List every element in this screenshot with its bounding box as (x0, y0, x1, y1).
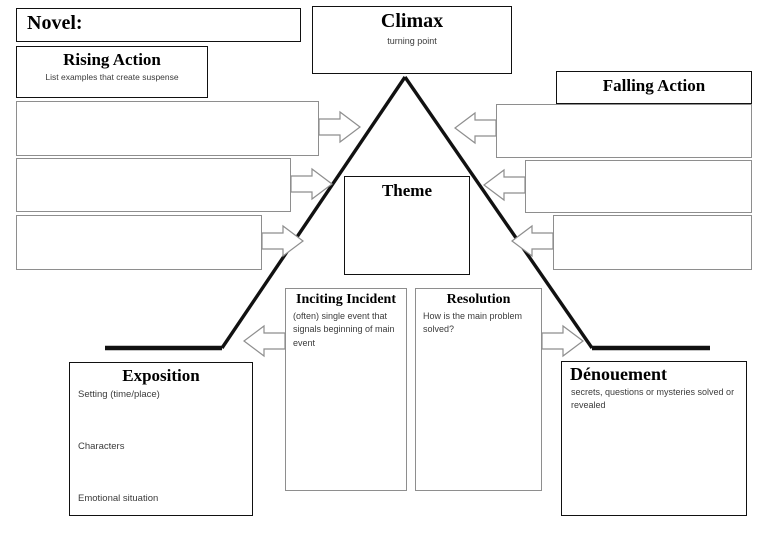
theme-box[interactable]: Theme (344, 176, 470, 275)
climax-subtitle: turning point (387, 36, 437, 46)
rising-arrow-3-icon (261, 224, 304, 258)
rising-action-row-1[interactable] (16, 101, 319, 156)
denouement-box[interactable]: Dénouement secrets, questions or mysteri… (561, 361, 747, 516)
resolution-box[interactable]: Resolution How is the main problem solve… (415, 288, 542, 491)
novel-label: Novel: (27, 12, 83, 34)
rising-action-title: Rising Action (63, 50, 161, 69)
resolution-title: Resolution (446, 292, 511, 307)
rising-action-row-3[interactable] (16, 215, 262, 270)
rising-action-header-box: Rising Action List examples that create … (16, 46, 208, 98)
theme-title: Theme (381, 181, 433, 200)
exposition-item-emotional-situation: Emotional situation (78, 493, 159, 505)
rising-action-subtitle: List examples that create suspense (45, 71, 179, 82)
falling-action-row-2[interactable] (525, 160, 752, 213)
novel-box[interactable]: Novel: (16, 8, 301, 42)
exposition-box[interactable]: Exposition Setting (time/place) Characte… (69, 362, 253, 516)
falling-arrow-1-icon (454, 111, 497, 145)
resolution-arrow-icon (541, 324, 584, 358)
falling-action-row-1[interactable] (496, 104, 752, 158)
falling-arrow-3-icon (511, 224, 554, 258)
denouement-title: Dénouement (570, 364, 667, 384)
rising-arrow-2-icon (290, 167, 333, 201)
exposition-title: Exposition (122, 366, 200, 385)
falling-action-title: Falling Action (602, 76, 706, 95)
falling-arrow-2-icon (483, 168, 526, 202)
exposition-item-characters: Characters (78, 441, 125, 453)
inciting-incident-arrow-group (243, 324, 286, 358)
exposition-item-setting: Setting (time/place) (78, 388, 160, 400)
resolution-subtitle: How is the main problem solved? (423, 310, 523, 335)
inciting-incident-title: Inciting Incident (296, 292, 396, 307)
denouement-subtitle: secrets, questions or mysteries solved o… (571, 386, 735, 411)
climax-title: Climax (380, 10, 444, 32)
rising-action-row-2[interactable] (16, 158, 291, 212)
resolution-arrow-group (541, 324, 584, 358)
climax-box[interactable]: Climax turning point (312, 6, 512, 74)
falling-action-header-box: Falling Action (556, 71, 752, 104)
falling-action-row-3[interactable] (553, 215, 752, 270)
inciting-incident-box[interactable]: Inciting Incident (often) single event t… (285, 288, 407, 491)
inciting-incident-subtitle: (often) single event that signals beginn… (293, 310, 395, 348)
inciting-incident-arrow-icon (243, 324, 286, 358)
rising-arrow-1-icon (318, 110, 361, 144)
